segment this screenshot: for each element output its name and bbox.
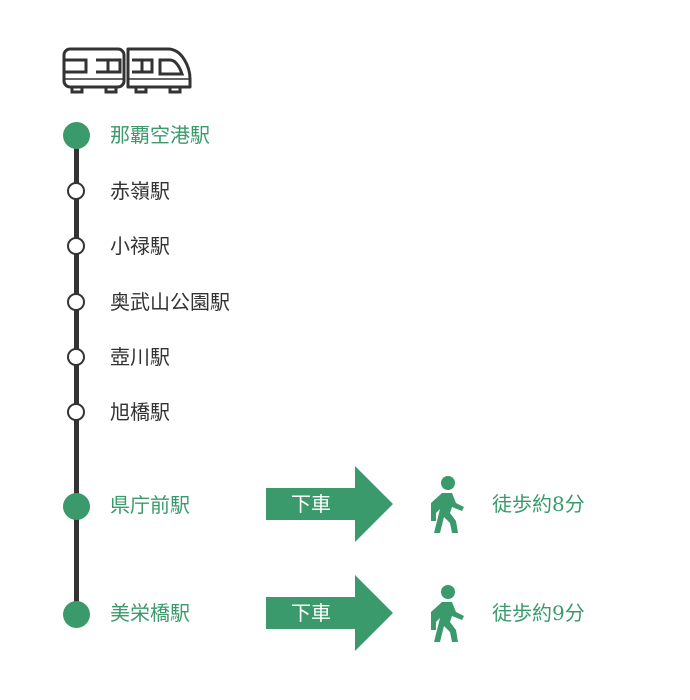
station-dot xyxy=(67,403,85,421)
station-dot-major xyxy=(63,493,90,520)
station-dot-major xyxy=(63,122,90,149)
station-label: 赤嶺駅 xyxy=(110,179,170,203)
get-off-arrow: 下車 xyxy=(266,575,394,651)
station-dot xyxy=(67,348,85,366)
station-label: 旭橋駅 xyxy=(110,400,170,424)
walking-person-icon xyxy=(431,476,464,533)
station-label: 奥武山公園駅 xyxy=(110,290,230,314)
arrow-icon xyxy=(266,575,393,651)
station-dot xyxy=(67,182,85,200)
walk-time: 徒歩約8分 xyxy=(492,492,585,516)
walk-time: 徒歩約9分 xyxy=(492,601,585,625)
station-label: 壺川駅 xyxy=(110,345,170,369)
walking-person-icon xyxy=(431,585,464,642)
get-off-label: 下車 xyxy=(291,601,331,625)
station-dot-major xyxy=(63,601,90,628)
arrow-icon xyxy=(266,466,393,542)
station-label: 那覇空港駅 xyxy=(110,123,210,147)
get-off-label: 下車 xyxy=(291,492,331,516)
station-dot xyxy=(67,293,85,311)
train-icon xyxy=(62,47,192,94)
station-label: 県庁前駅 xyxy=(110,493,190,517)
get-off-arrow: 下車 xyxy=(266,466,394,542)
station-dot xyxy=(67,237,85,255)
station-label: 小禄駅 xyxy=(110,234,170,258)
station-label: 美栄橋駅 xyxy=(110,601,190,625)
route-line xyxy=(74,135,79,615)
